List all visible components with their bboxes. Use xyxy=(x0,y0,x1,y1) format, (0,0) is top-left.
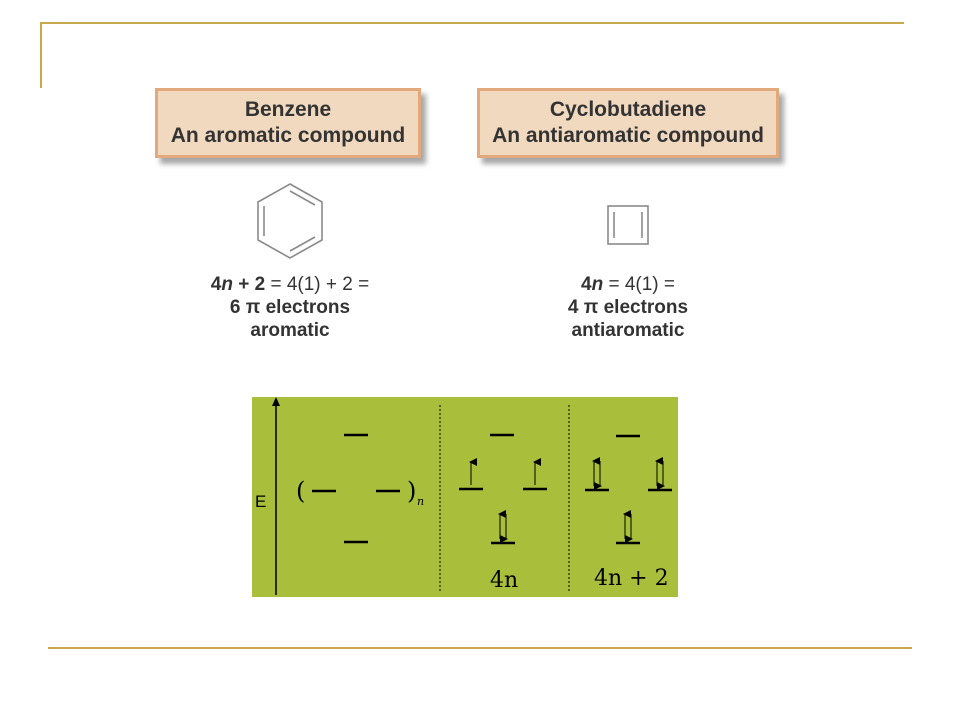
benzene-structure xyxy=(257,183,323,259)
cyclobutadiene-structure xyxy=(607,205,649,245)
energy-axis-arrowhead xyxy=(272,397,280,406)
benzene-name: Benzene xyxy=(244,98,332,121)
cyclobutadiene-formula: 4n = 4(1) = xyxy=(580,274,675,295)
cyclobutadiene-label-box: Cyclobutadiene An antiaromatic compound xyxy=(477,88,779,158)
cyclobutadiene-electron-count: 4n = 4(1) = 4 π electrons antiaromatic xyxy=(530,273,726,342)
cyclobutadiene-name: Cyclobutadiene xyxy=(549,98,707,121)
label-4n-plus-2: 4n + 2 xyxy=(594,566,669,591)
degenerate-subscript: n xyxy=(417,495,424,508)
energy-axis-label: E xyxy=(255,492,266,511)
benzene-formula: 4n + 2 = 4(1) + 2 = xyxy=(210,274,370,295)
benzene-classification: An aromatic compound xyxy=(170,124,406,147)
benzene-verdict: aromatic xyxy=(250,320,330,341)
cyclobutadiene-classification: An antiaromatic compound xyxy=(492,124,764,147)
benzene-electrons: 6 π electrons xyxy=(229,297,351,318)
benzene-electron-count: 4n + 2 = 4(1) + 2 = 6 π electrons aromat… xyxy=(180,273,400,342)
cyclobutadiene-verdict: antiaromatic xyxy=(571,320,685,341)
frame-left-line xyxy=(40,22,42,88)
benzene-label-box: Benzene An aromatic compound xyxy=(155,88,421,158)
close-paren: ) xyxy=(407,477,416,505)
open-paren: ( xyxy=(296,477,305,505)
frame-top-line xyxy=(40,22,904,24)
label-4n: 4n xyxy=(490,568,518,593)
cyclobutadiene-electrons: 4 π electrons xyxy=(567,297,689,318)
frame-bottom-line xyxy=(48,647,912,649)
mo-diagram: E ( ) n 4n 4n + 2 xyxy=(255,397,672,595)
mo-diagram-panel: E ( ) n 4n 4n + 2 xyxy=(252,397,678,597)
